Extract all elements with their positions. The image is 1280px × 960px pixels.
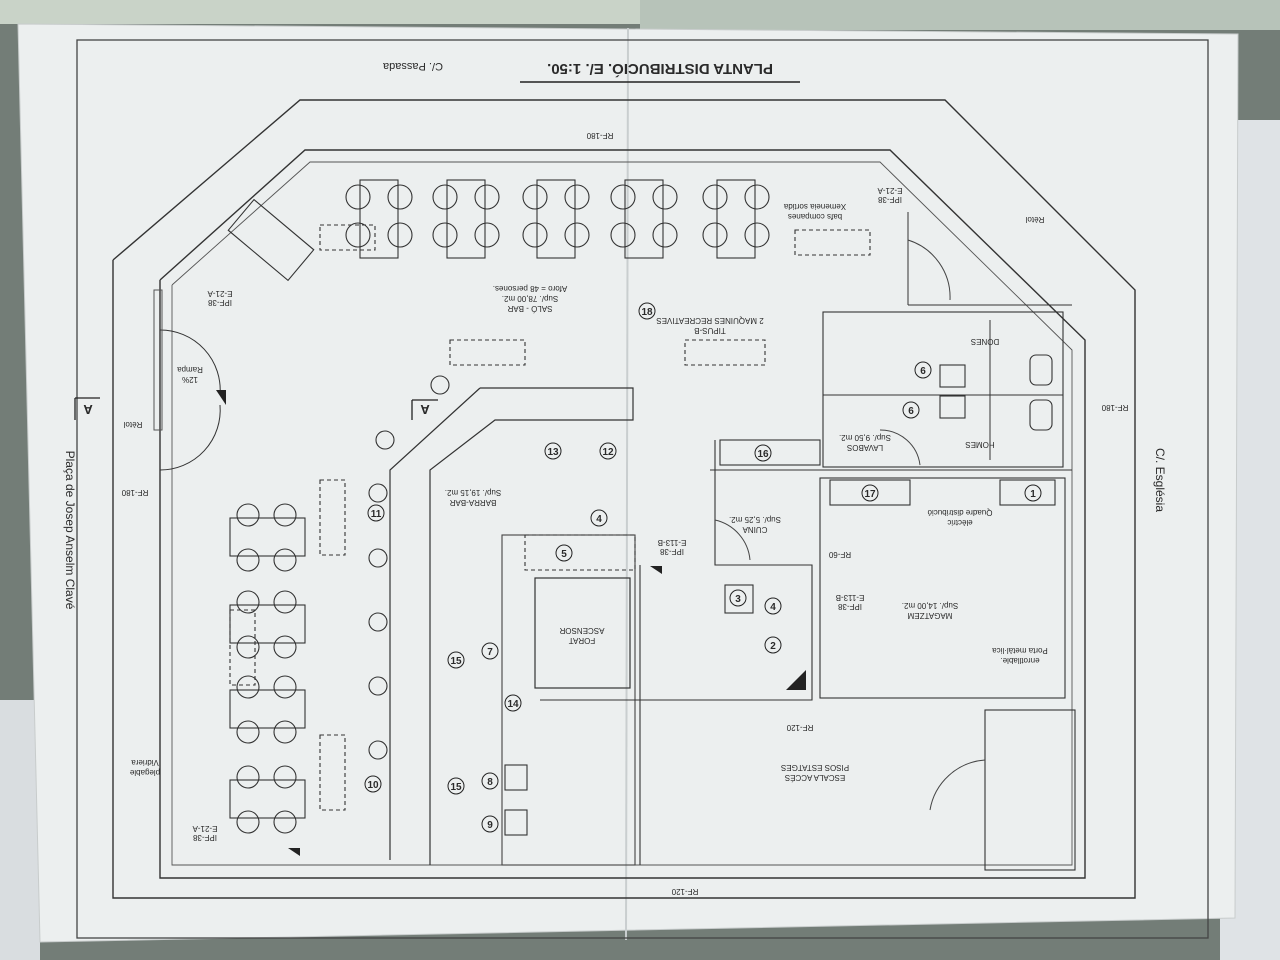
rampa-percent: 12% (182, 375, 198, 384)
enrotllable-note: enrotllable. (1000, 656, 1039, 665)
cuina-label: CUINA (742, 525, 768, 534)
marker-2: 2 (764, 636, 782, 654)
tag-ipf-store: IPF-38 (837, 602, 862, 611)
marker-1: 1 (1024, 484, 1042, 502)
svg-text:4: 4 (596, 514, 602, 525)
barra-label: BARRA-BAR (449, 498, 496, 507)
svg-text:6: 6 (908, 406, 914, 417)
tag-e21a-bottom: E-21-A (192, 824, 218, 833)
svg-text:6: 6 (920, 366, 926, 377)
svg-text:15: 15 (450, 782, 462, 793)
tag-rf60: RF-60 (828, 550, 851, 559)
cuina-area: Sup/. 5,25 m2. (729, 515, 781, 524)
tag-rf120-stair: RF-120 (786, 723, 813, 732)
marker-9: 9 (481, 815, 499, 833)
marker-6a: 6 (914, 361, 932, 379)
tag-e113b-kitchen: E-113-B (658, 538, 687, 547)
svg-text:13: 13 (547, 447, 559, 458)
svg-text:7: 7 (487, 647, 493, 658)
lavabos-label: LAVABOS (847, 443, 883, 452)
retol-left: Rètol (123, 420, 142, 429)
svg-text:1: 1 (1030, 489, 1036, 500)
svg-text:16: 16 (757, 449, 769, 460)
section-a-mid: A (420, 402, 430, 417)
street-left-label: Plaça de Josep Anselm Clavé (63, 451, 77, 610)
tag-ipf-kitchen: IPF-38 (659, 547, 684, 556)
lavabos-area: Sup/. 9,50 m2. (839, 433, 891, 442)
svg-text:15: 15 (450, 656, 462, 667)
tag-ipf-left: IPF-38 (207, 298, 232, 307)
maquines-note: 2 MAQUINES RECREATIVES (656, 316, 763, 325)
salo-capacity: Aforo = 48 persones. (493, 284, 568, 293)
marker-8: 8 (481, 772, 499, 790)
tag-ipf-top: IPF-38 (877, 195, 902, 204)
marker-15b: 15 (447, 777, 465, 795)
marker-5: 5 (555, 544, 573, 562)
marker-14: 14 (504, 694, 522, 712)
tag-e113b-store: E-113-B (836, 593, 865, 602)
marker-18: 18 (638, 302, 656, 320)
section-a-left: A (83, 402, 93, 417)
svg-text:8: 8 (487, 777, 493, 788)
homes-label: HOMES (965, 440, 994, 449)
marker-10: 10 (364, 775, 382, 793)
marker-16: 16 (754, 444, 772, 462)
tag-e21a-top: E-21-A (877, 186, 903, 195)
svg-text:2: 2 (770, 641, 776, 652)
tag-rf120-bottom: RF-120 (671, 887, 698, 896)
tag-ipf-bottom: IPF-38 (192, 833, 217, 842)
tag-rf180-left: RF-180 (121, 488, 148, 497)
magatzem-label: MAGATZEM (907, 611, 952, 620)
marker-7: 7 (481, 642, 499, 660)
equipment-markers: 1 2 3 4 4 5 6 6 7 8 9 10 11 12 13 14 15 … (364, 302, 1042, 833)
svg-text:14: 14 (507, 699, 519, 710)
marker-3: 3 (729, 589, 747, 607)
bafs-note: bafs companes (788, 212, 842, 221)
ascensor-label: ASCENSOR (559, 626, 604, 635)
vidriera-note: Vidriera (131, 758, 159, 767)
tag-rf180-top: RF-180 (586, 131, 613, 140)
pisos-label: PISOS ESTATGES (781, 763, 849, 772)
dones-label: DONES (971, 337, 999, 346)
porta-note: Porta metàl·lica (992, 646, 1048, 655)
rampa-note: Rampa (177, 365, 203, 374)
plan-title: PLANTA DISTRIBUCIÓ. E/. 1:50. (547, 60, 773, 78)
svg-text:4: 4 (770, 602, 776, 613)
svg-text:11: 11 (371, 509, 382, 520)
svg-text:10: 10 (367, 780, 379, 791)
salo-area: Sup/. 78,00 m2. (502, 294, 558, 303)
plan-title-group: PLANTA DISTRIBUCIÓ. E/. 1:50. (547, 60, 773, 78)
retol-right: Rètol (1025, 215, 1044, 224)
tag-rf180-right: RF-180 (1101, 403, 1128, 412)
svg-text:3: 3 (735, 594, 741, 605)
barra-area: Sup/. 19,15 m2. (445, 488, 501, 497)
electric-note: elèctric (947, 518, 972, 527)
quadre-note: Quadre distribució (927, 508, 992, 517)
marker-4a: 4 (590, 509, 608, 527)
street-right-label: C/. Església (1153, 448, 1167, 512)
plegable-note: plegable (129, 768, 160, 777)
svg-text:17: 17 (864, 489, 876, 500)
svg-text:18: 18 (641, 307, 653, 318)
marker-15a: 15 (447, 651, 465, 669)
marker-13: 13 (544, 442, 562, 460)
marker-17: 17 (861, 484, 879, 502)
escala-label: ESCALA ACCÉS (785, 773, 845, 782)
svg-text:5: 5 (561, 549, 567, 560)
marker-6b: 6 (902, 401, 920, 419)
marker-4b: 4 (764, 597, 782, 615)
marker-11: 11 (367, 504, 385, 522)
marker-12: 12 (599, 442, 617, 460)
forat-label: FORAT (569, 636, 596, 645)
salo-label: SALÓ - BAR (507, 304, 552, 313)
svg-text:12: 12 (602, 447, 614, 458)
street-top-label: C/. Passada (382, 60, 443, 72)
magatzem-area: Sup/. 14,00 m2. (902, 601, 958, 610)
tag-e21a-left: E-21-A (207, 289, 233, 298)
xemeneia-note: Xemeneia sortida (783, 202, 846, 211)
svg-text:9: 9 (487, 820, 493, 831)
tipus-note: TIPUS-B (694, 326, 726, 335)
